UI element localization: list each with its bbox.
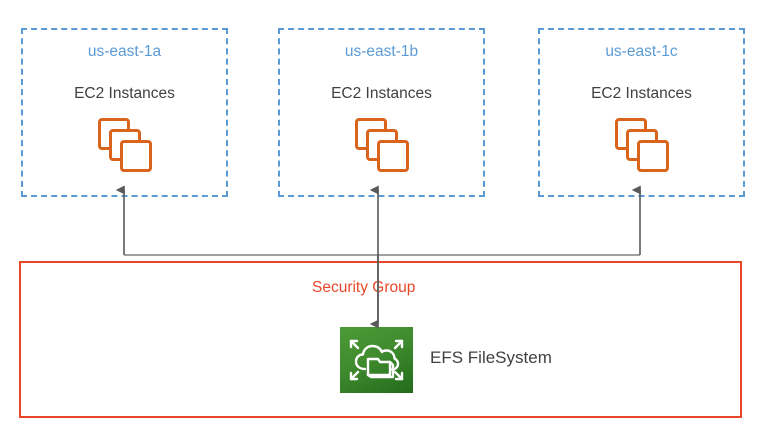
efs-glyph	[349, 339, 404, 381]
ec2-instances-icon	[354, 118, 417, 174]
az-node-label-us-east-1b: EC2 Instances	[331, 85, 432, 102]
security-group-title: Security Group	[312, 279, 416, 296]
az-node-label-us-east-1a: EC2 Instances	[74, 85, 175, 102]
security-group-boundary[interactable]	[19, 261, 742, 418]
ec2-square-front	[636, 140, 669, 172]
efs-filesystem-label: EFS FileSystem	[430, 348, 552, 367]
ec2-square-front	[376, 140, 409, 172]
efs-filesystem-icon[interactable]	[340, 327, 413, 393]
availability-zone-us-east-1b[interactable]: us-east-1b EC2 Instances	[278, 28, 485, 197]
az-title-us-east-1a: us-east-1a	[87, 43, 162, 60]
az-title-us-east-1c: us-east-1c	[605, 43, 678, 60]
az-node-label-us-east-1c: EC2 Instances	[591, 85, 692, 102]
az-title-us-east-1b: us-east-1b	[344, 43, 419, 60]
availability-zone-us-east-1c[interactable]: us-east-1c EC2 Instances	[538, 28, 745, 197]
ec2-square-front	[119, 140, 152, 172]
efs-folder-glyph	[366, 357, 395, 379]
ec2-instances-icon	[614, 118, 677, 174]
ec2-instances-icon	[97, 118, 160, 174]
availability-zone-us-east-1a[interactable]: us-east-1a EC2 Instances	[21, 28, 228, 197]
